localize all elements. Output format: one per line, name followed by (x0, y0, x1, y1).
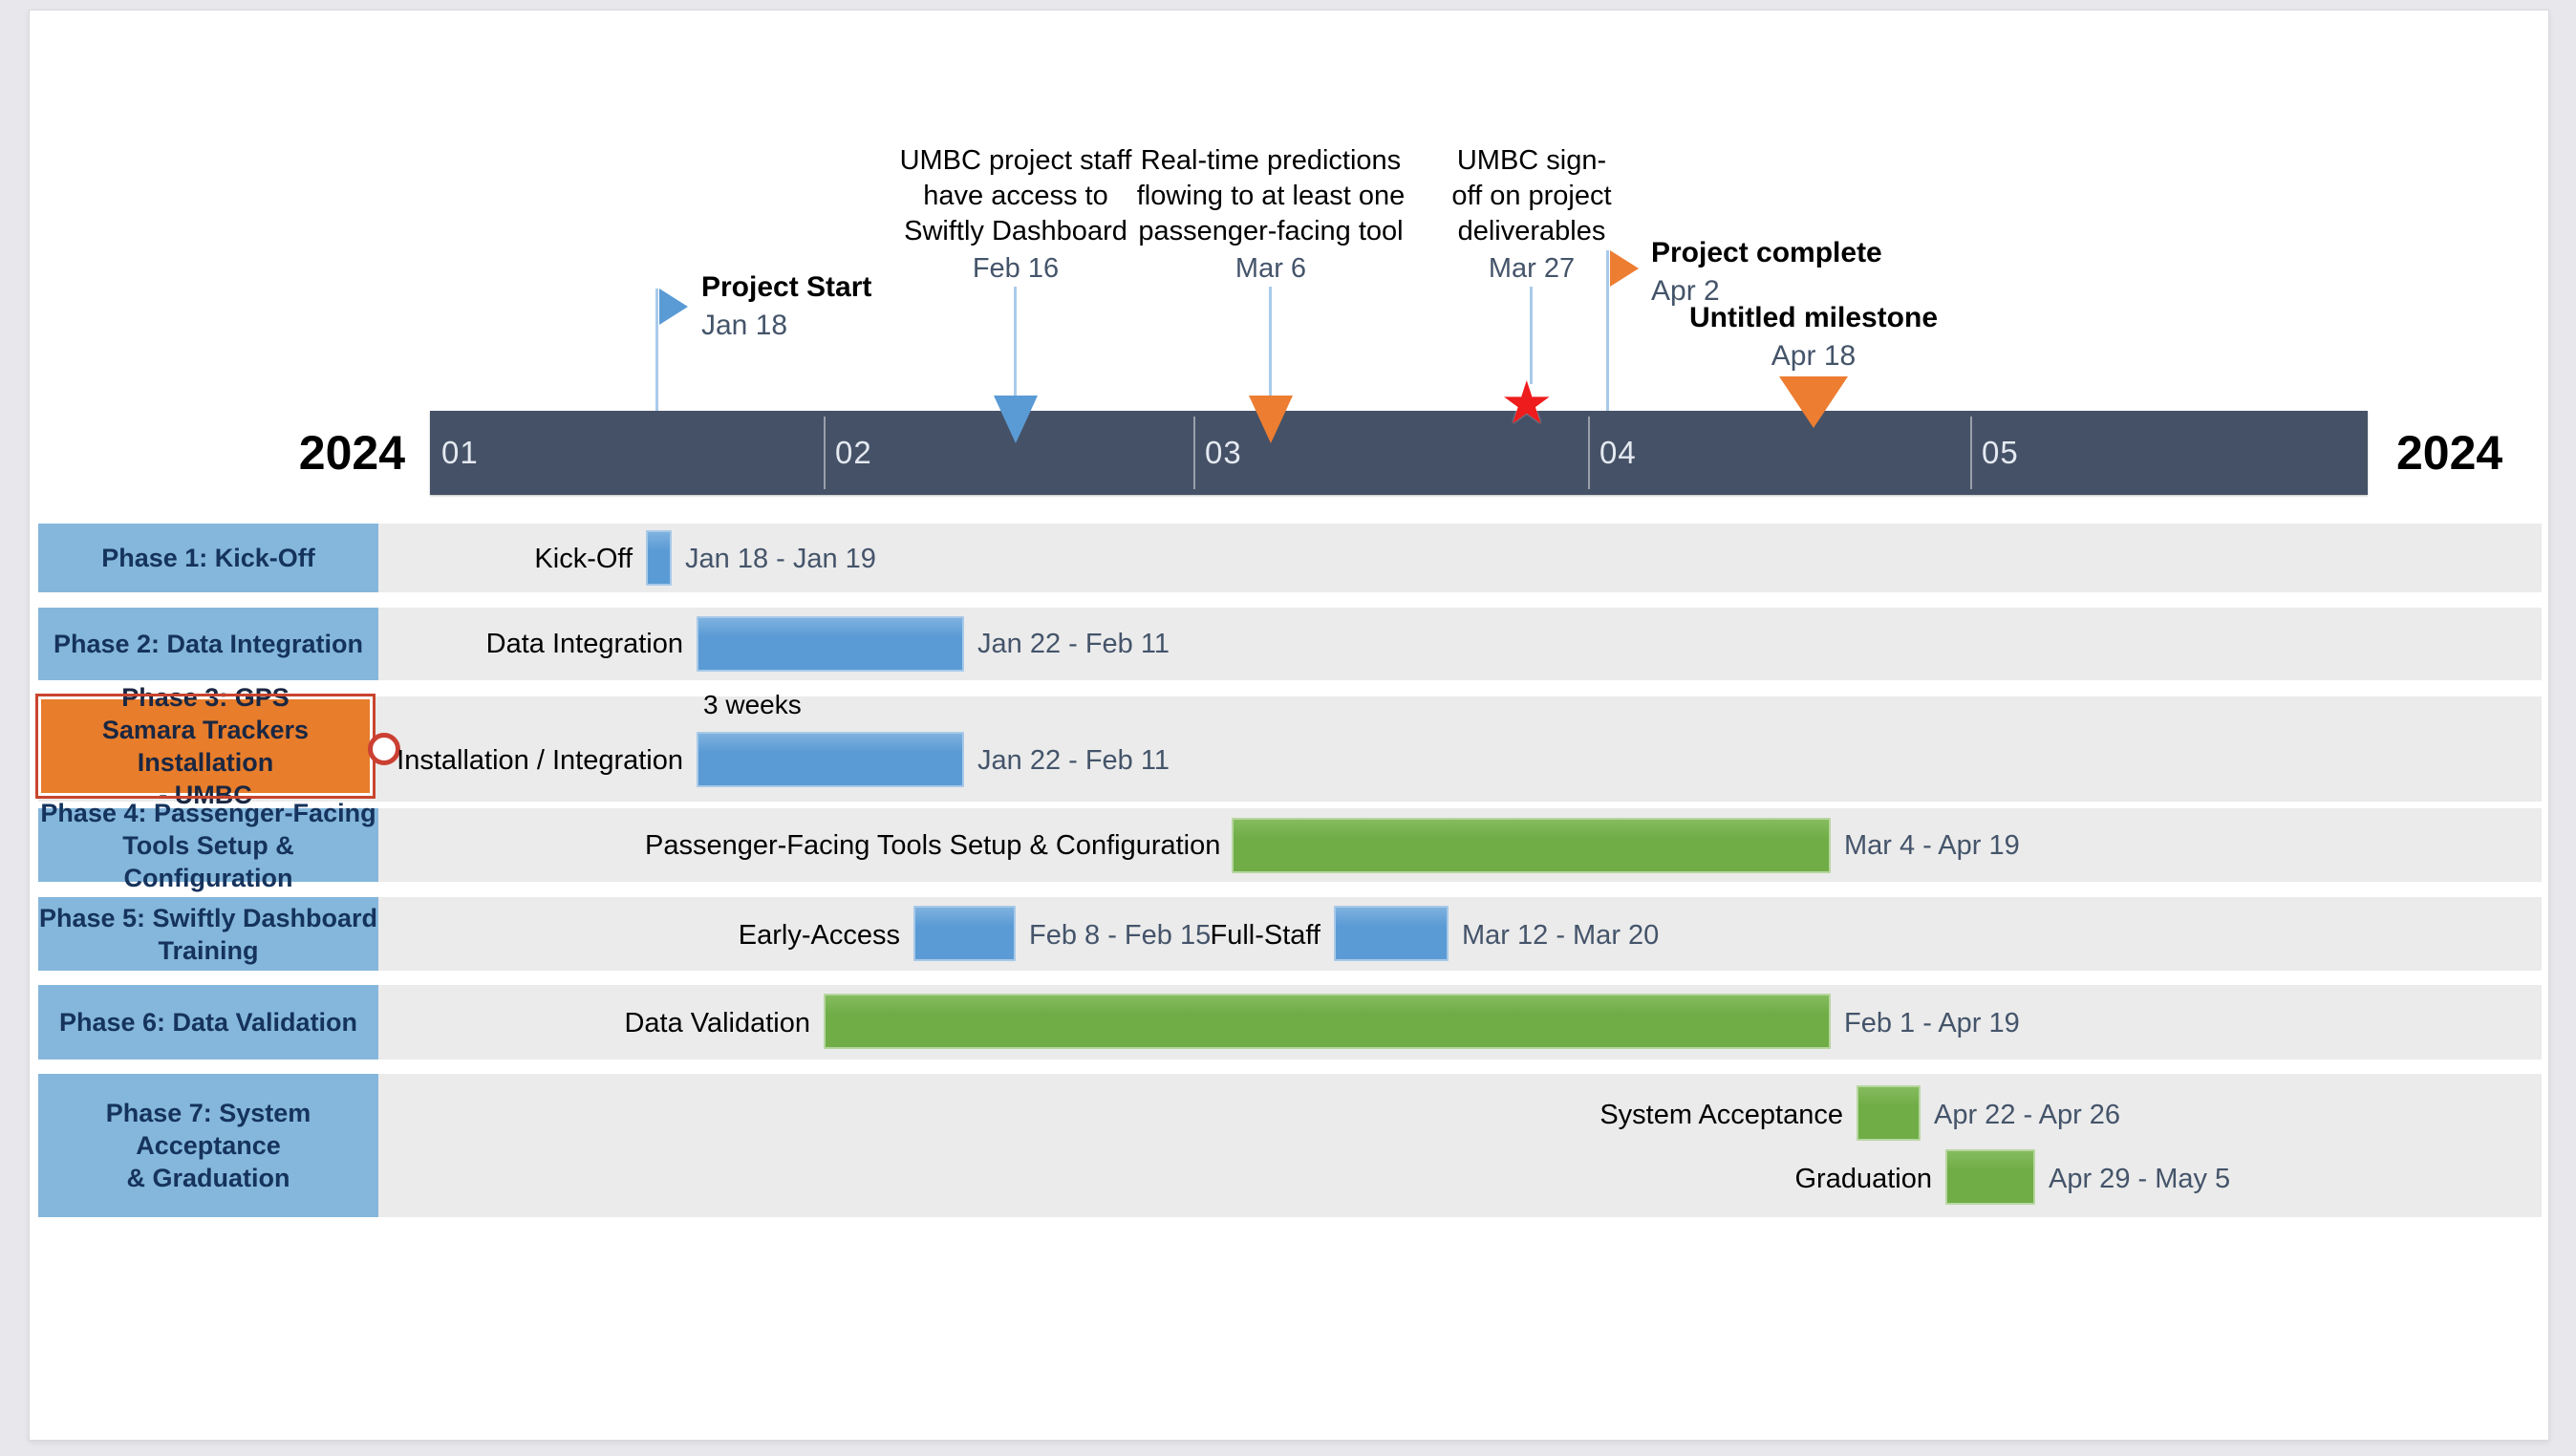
row-stripe (38, 696, 2542, 802)
task-bar-passenger-tools[interactable] (1232, 818, 1831, 873)
phase-label: Phase 5: Swiftly Dashboard (38, 903, 378, 932)
task-bar-data-integration[interactable] (697, 616, 964, 672)
task-dates-kickoff: Jan 18 - Jan 19 (685, 544, 876, 574)
milestone-pole-signoff (1530, 287, 1533, 384)
phase-box-4[interactable]: Phase 4: Passenger-Facing Tools Setup & … (38, 799, 378, 892)
milestone-line: flowing to at least one (1136, 181, 1406, 211)
month-separator (1588, 417, 1590, 489)
milestone-date: Mar 27 (1488, 253, 1576, 284)
task-bar-kickoff[interactable] (646, 530, 672, 586)
task-bar-system-acceptance[interactable] (1857, 1085, 1921, 1141)
milestone-flag-icon-project-complete[interactable] (1610, 250, 1639, 287)
task-dates-early-access: Feb 8 - Feb 15 (1029, 920, 1212, 951)
month-label-04: 04 (1599, 435, 1637, 470)
task-bar-full-staff[interactable] (1334, 906, 1449, 961)
milestone-line: UMBC sign- (1456, 145, 1607, 176)
milestone-date: Feb 16 (972, 253, 1060, 284)
month-separator (824, 417, 826, 489)
milestone-title-project-complete: Project complete (1651, 237, 1882, 268)
phase-label: - UMBC (159, 781, 252, 809)
phase-label: Samara Trackers Installation (101, 716, 310, 777)
task-label-data-integration: Data Integration (485, 629, 683, 659)
milestone-pole-dashboard-access (1014, 287, 1017, 397)
milestone-date-project-start: Jan 18 (701, 310, 788, 341)
task-label-graduation: Graduation (1794, 1164, 1933, 1194)
row-stripe (38, 1074, 2542, 1217)
task-label-passenger-tools: Passenger-Facing Tools Setup & Configura… (645, 830, 1221, 861)
task-label-system-acceptance: System Acceptance (1599, 1100, 1843, 1130)
task-dates-system-acceptance: Apr 22 - Apr 26 (1934, 1100, 2121, 1130)
month-separator (1193, 417, 1195, 489)
task-dates-data-validation: Feb 1 - Apr 19 (1844, 1008, 2020, 1038)
milestone-line: have access to (923, 181, 1108, 211)
milestone-line: deliverables (1457, 216, 1606, 246)
milestone-pole-project-start (655, 289, 658, 411)
year-label-right: 2024 (2396, 426, 2503, 480)
phase-box-2[interactable]: Phase 2: Data Integration (38, 608, 378, 680)
milestone-text-dashboard-access: UMBC project staff have access to Swiftl… (834, 143, 1197, 287)
milestone-flag-icon-project-start[interactable] (659, 289, 688, 325)
task-label-full-staff: Full-Staff (1210, 920, 1320, 951)
duration-label-3-weeks: 3 weeks (703, 690, 802, 719)
row-stripe (38, 897, 2542, 971)
task-label-kickoff: Kick-Off (534, 544, 633, 574)
task-bar-data-validation[interactable] (824, 994, 1831, 1049)
month-label-05: 05 (1982, 435, 2019, 470)
milestone-line: passenger-facing tool (1138, 216, 1404, 246)
milestone-pole-realtime-predictions (1269, 287, 1272, 397)
task-label-early-access: Early-Access (738, 920, 900, 951)
task-bar-graduation[interactable] (1945, 1149, 2035, 1205)
phase-box-1[interactable]: Phase 1: Kick-Off (38, 524, 378, 592)
milestone-line: Swiftly Dashboard (904, 216, 1127, 246)
row-stripe (38, 524, 2542, 592)
month-label-01: 01 (441, 435, 479, 470)
milestone-line: UMBC project staff (899, 145, 1132, 176)
phase-box-6[interactable]: Phase 6: Data Validation (38, 985, 378, 1060)
task-bar-installation[interactable] (697, 732, 964, 787)
milestone-pole-project-complete (1606, 250, 1609, 411)
milestone-arrow-icon-realtime-predictions[interactable] (1249, 396, 1293, 443)
month-label-02: 02 (835, 435, 872, 470)
task-dates-full-staff: Mar 12 - Mar 20 (1462, 920, 1660, 951)
milestone-line: off on project (1451, 181, 1612, 211)
phase-label: Tools Setup & Configuration (122, 830, 294, 892)
phase-label: Training (158, 935, 259, 965)
milestone-arrow-icon-dashboard-access[interactable] (994, 396, 1038, 443)
year-label-left: 2024 (298, 426, 405, 480)
phase-label: Phase 7: System Acceptance (105, 1099, 311, 1160)
milestone-title-project-start: Project Start (701, 271, 872, 303)
milestone-date-project-complete: Apr 2 (1651, 275, 1720, 307)
milestone-date-untitled: Apr 18 (1771, 340, 1857, 372)
milestone-star-icon-signoff[interactable]: ★ (1500, 371, 1554, 437)
task-bar-early-access[interactable] (913, 906, 1016, 961)
phase-label: Phase 4: Passenger-Facing (40, 798, 376, 827)
month-separator (1970, 417, 1972, 489)
row-stripe (38, 608, 2542, 680)
milestone-text-realtime-predictions: Real-time predictions flowing to at leas… (1070, 143, 1471, 287)
milestone-title-untitled: Untitled milestone (1688, 302, 1939, 333)
milestone-text-signoff: UMBC sign- off on project deliverables M… (1417, 143, 1646, 287)
phase-box-5[interactable]: Phase 5: Swiftly Dashboard Training (38, 897, 378, 971)
milestone-line: Real-time predictions (1140, 145, 1402, 176)
task-dates-graduation: Apr 29 - May 5 (2049, 1164, 2231, 1194)
milestone-triangle-icon-untitled[interactable] (1779, 376, 1848, 428)
phase-label: Phase 6: Data Validation (58, 1008, 358, 1037)
phase-label: Phase 3: GPS (121, 683, 290, 712)
milestone-date: Mar 6 (1234, 253, 1307, 284)
task-dates-installation: Jan 22 - Feb 11 (977, 745, 1170, 776)
task-label-installation: Installation / Integration (397, 745, 683, 776)
phase-label: Phase 2: Data Integration (53, 630, 364, 658)
task-label-data-validation: Data Validation (624, 1008, 810, 1038)
phase-label: Phase 1: Kick-Off (101, 544, 315, 572)
phase-box-7[interactable]: Phase 7: System Acceptance & Graduation (38, 1074, 378, 1217)
phase-label: & Graduation (126, 1164, 290, 1192)
timeline-band[interactable]: 01 02 03 04 05 (430, 411, 2368, 495)
selection-handle[interactable] (368, 733, 400, 765)
task-dates-data-integration: Jan 22 - Feb 11 (977, 629, 1170, 659)
task-dates-passenger-tools: Mar 4 - Apr 19 (1844, 830, 2020, 861)
month-label-03: 03 (1205, 435, 1242, 470)
